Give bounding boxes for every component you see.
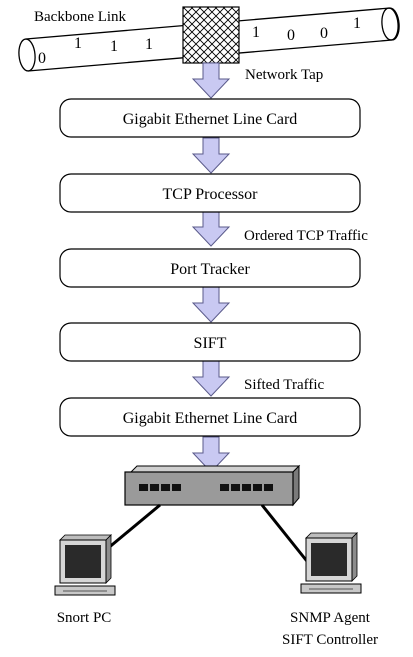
stage-label: TCP Processor <box>163 186 259 203</box>
snort-pc-label: Snort PC <box>57 610 112 626</box>
network-tap-label: Network Tap <box>245 67 323 83</box>
bit: 1 <box>110 38 118 55</box>
down-arrow-icon <box>191 210 231 247</box>
switch-icon <box>124 464 301 507</box>
bit: 0 <box>287 27 295 44</box>
computer-icon <box>300 532 362 594</box>
stage-port-tracker: Port Tracker <box>59 248 361 288</box>
bit: 1 <box>145 36 153 53</box>
down-arrow-icon <box>191 286 231 323</box>
cable-right <box>260 504 312 566</box>
bit: 0 <box>320 25 328 42</box>
stage-tcp-processor: TCP Processor <box>59 173 361 213</box>
sifted-traffic-label: Sifted Traffic <box>244 377 324 393</box>
down-arrow-icon <box>191 436 231 473</box>
bit: 0 <box>38 50 46 67</box>
bit: 1 <box>353 15 361 32</box>
stage-sift: SIFT <box>59 322 361 362</box>
stage-line-card-out: Gigabit Ethernet Line Card <box>59 397 361 437</box>
bit: 1 <box>74 35 82 52</box>
stage-label: Gigabit Ethernet Line Card <box>123 111 298 128</box>
down-arrow-icon <box>191 62 231 99</box>
stage-label: Gigabit Ethernet Line Card <box>123 410 298 427</box>
network-tap-icon <box>182 6 240 64</box>
down-arrow-icon <box>191 137 231 174</box>
bit: 1 <box>252 24 260 41</box>
snmp-agent-label: SNMP Agent <box>290 610 371 626</box>
stage-label: Port Tracker <box>170 261 250 278</box>
sift-controller-label: SIFT Controller <box>282 632 378 648</box>
stage-label: SIFT <box>194 335 227 352</box>
down-arrow-icon <box>191 360 231 397</box>
computer-icon <box>54 534 116 596</box>
ordered-tcp-traffic-label: Ordered TCP Traffic <box>244 228 368 244</box>
backbone-label: Backbone Link <box>34 9 127 25</box>
stage-line-card-in: Gigabit Ethernet Line Card <box>59 98 361 138</box>
